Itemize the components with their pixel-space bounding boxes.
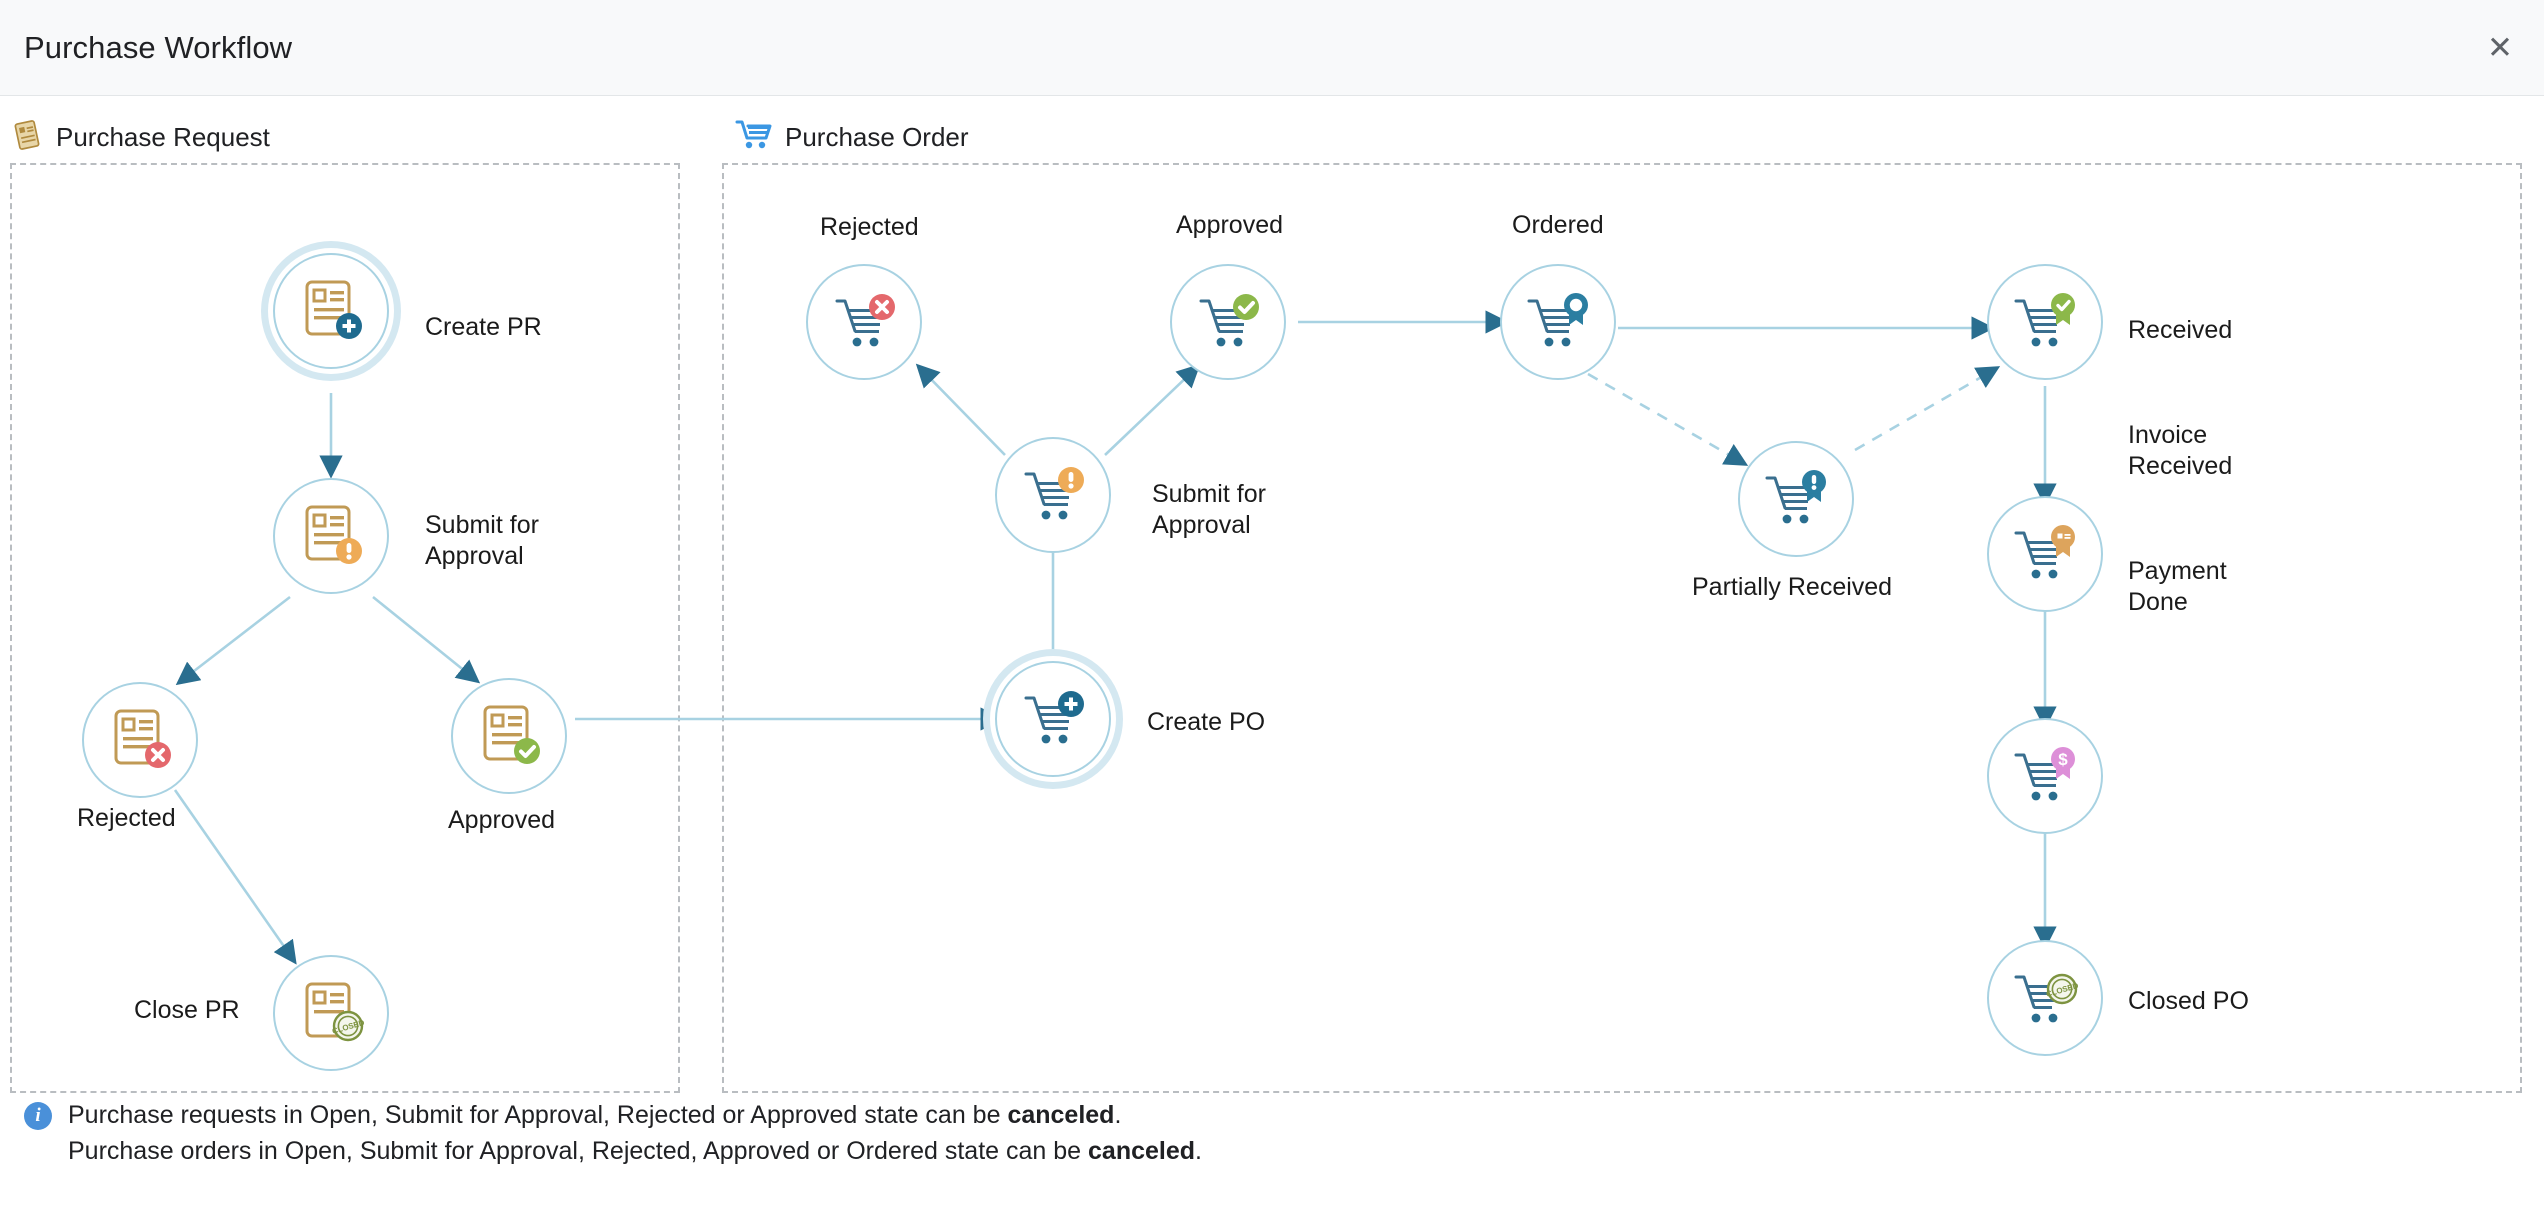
node-label-po-invoice-received: Invoice Received [2128, 421, 2233, 480]
cart-invoice-ribbon-icon [2008, 517, 2082, 591]
node-pr-submit-for-approval[interactable] [273, 478, 389, 594]
document-approved-icon [472, 699, 546, 773]
dialog-titlebar: Purchase Workflow ✕ [0, 0, 2544, 96]
footer-line-2-post: . [1195, 1136, 1202, 1165]
node-label-close-pr: Close PR [134, 996, 240, 1024]
node-pr-approved[interactable] [451, 678, 567, 794]
node-label-po-ordered: Ordered [1512, 211, 1604, 239]
page-title: Purchase Workflow [24, 30, 293, 65]
node-po-payment-done[interactable]: $ [1987, 718, 2103, 834]
footer-line-2: Purchase orders in Open, Submit for Appr… [68, 1134, 2424, 1170]
cart-plus-icon [1016, 682, 1090, 756]
node-create-po[interactable] [995, 661, 1111, 777]
node-label-po-payment-done: Payment Done [2128, 557, 2227, 616]
node-label-pr-submit-for-approval: Submit for Approval [425, 511, 539, 570]
node-label-po-received: Received [2128, 316, 2233, 344]
footer-note: i Purchase requests in Open, Submit for … [24, 1098, 2424, 1169]
cart-ordered-ribbon-icon [1521, 285, 1595, 359]
info-icon: i [24, 1102, 52, 1130]
node-label-po-partially-received: Partially Received [1692, 573, 1893, 601]
node-label-create-pr: Create PR [425, 313, 542, 341]
node-po-received[interactable] [1987, 264, 2103, 380]
cart-stamp-icon: CLOSED [2008, 961, 2082, 1035]
node-po-partially-received[interactable] [1738, 441, 1854, 557]
node-po-approved[interactable] [1170, 264, 1286, 380]
node-po-invoice-received[interactable] [1987, 496, 2103, 612]
node-po-rejected[interactable] [806, 264, 922, 380]
node-pr-rejected[interactable] [82, 682, 198, 798]
node-po-ordered[interactable] [1500, 264, 1616, 380]
node-close-pr[interactable]: CLOSED [273, 955, 389, 1071]
node-label-po-submit-for-approval: Submit for Approval [1152, 480, 1266, 539]
footer-line-1-pre: Purchase requests in Open, Submit for Ap… [68, 1101, 1008, 1129]
node-label-pr-approved: Approved [448, 806, 556, 834]
footer-line-1-bold: canceled [1007, 1101, 1115, 1129]
invoice-document-icon [10, 118, 44, 157]
shopping-cart-icon [735, 118, 773, 157]
section-label: Purchase Order [785, 122, 969, 152]
section-label: Purchase Request [56, 122, 270, 152]
footer-line-1-post: . [1114, 1101, 1122, 1129]
document-stamp-icon: CLOSED [294, 976, 368, 1050]
cart-partially-received-ribbon-icon [1759, 462, 1833, 536]
cart-rejected-icon [827, 285, 901, 359]
purchase-order-panel [722, 163, 2522, 1093]
footer-line-1: Purchase requests in Open, Submit for Ap… [68, 1098, 2424, 1134]
document-plus-icon [294, 274, 368, 348]
cart-approved-icon [1191, 285, 1265, 359]
node-label-po-rejected: Rejected [820, 213, 919, 241]
cart-warning-icon [1016, 458, 1090, 532]
document-warning-icon [294, 499, 368, 573]
purchase-request-panel [10, 163, 680, 1093]
section-header-purchase-order: Purchase Order [735, 118, 969, 157]
node-label-pr-rejected: Rejected [77, 804, 176, 832]
node-label-closed-po: Closed PO [2128, 987, 2249, 1015]
svg-text:$: $ [2058, 750, 2068, 769]
node-closed-po[interactable]: CLOSED [1987, 940, 2103, 1056]
node-po-submit-for-approval[interactable] [995, 437, 1111, 553]
cart-payment-ribbon-icon: $ [2008, 739, 2082, 813]
close-icon[interactable]: ✕ [2487, 29, 2513, 66]
node-create-pr[interactable] [273, 253, 389, 369]
footer-line-2-pre: Purchase orders in Open, Submit for Appr… [68, 1136, 1089, 1165]
section-header-purchase-request: Purchase Request [10, 118, 270, 157]
node-label-create-po: Create PO [1147, 708, 1266, 736]
node-label-po-approved: Approved [1176, 211, 1284, 239]
footer-line-2-bold: canceled [1088, 1136, 1196, 1165]
document-rejected-icon [103, 703, 177, 777]
cart-received-ribbon-check-icon [2008, 285, 2082, 359]
